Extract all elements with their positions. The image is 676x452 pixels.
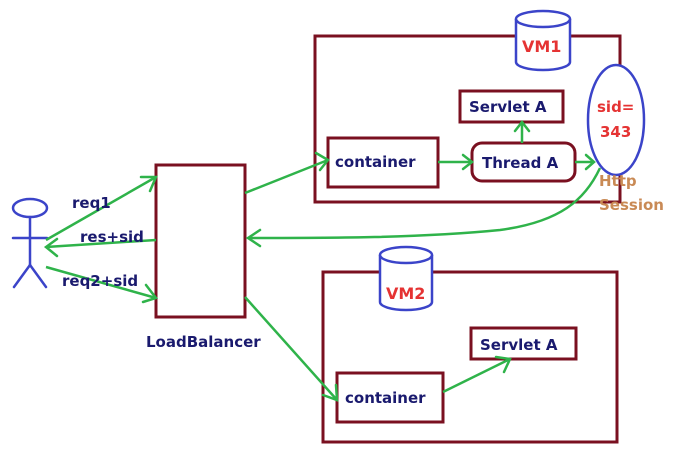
vm2-label: VM2: [386, 284, 425, 303]
arrow-session-to-lb: [245, 167, 602, 248]
arrow-thread-to-session: [575, 153, 596, 171]
http-session-oval: [586, 63, 646, 177]
vm2-database-icon: [378, 245, 434, 312]
arrow-res-sid: [43, 237, 157, 258]
load-balancer-box: [154, 163, 247, 319]
user-stick-figure-icon: [11, 197, 49, 289]
vm1-database-icon: [514, 9, 572, 72]
http-label: Http: [599, 172, 637, 190]
sid-value: 343: [600, 123, 631, 141]
arrow-container-to-thread: [438, 153, 475, 171]
vm2-container-box: [335, 371, 445, 424]
arrow-req1: [45, 175, 158, 242]
res-sid-label: res+sid: [80, 228, 144, 246]
session-label: Session: [599, 196, 664, 214]
vm1-thread-label: Thread A: [482, 154, 559, 172]
arrow-lb-to-vm1: [244, 151, 330, 195]
vm1-container-box: [326, 136, 440, 189]
load-balancer-label: LoadBalancer: [146, 333, 261, 351]
sid-label: sid=: [597, 98, 634, 116]
vm2-servlet-box: [469, 326, 578, 361]
vm1-servlet-box: [458, 89, 565, 124]
arrow-vm2-container-to-servlet: [442, 355, 512, 394]
arrow-lb-to-vm2: [244, 296, 339, 402]
arrow-req2-sid: [45, 265, 159, 304]
arrow-thread-to-servlet: [513, 119, 531, 143]
vm2-servlet-label: Servlet A: [480, 336, 558, 354]
vm1-label: VM1: [522, 37, 561, 56]
req1-label: req1: [72, 194, 111, 212]
vm2-container-label: container: [345, 389, 426, 407]
vm1-container-label: container: [335, 153, 416, 171]
req2-sid-label: req2+sid: [62, 272, 138, 290]
vm1-servlet-label: Servlet A: [469, 98, 547, 116]
